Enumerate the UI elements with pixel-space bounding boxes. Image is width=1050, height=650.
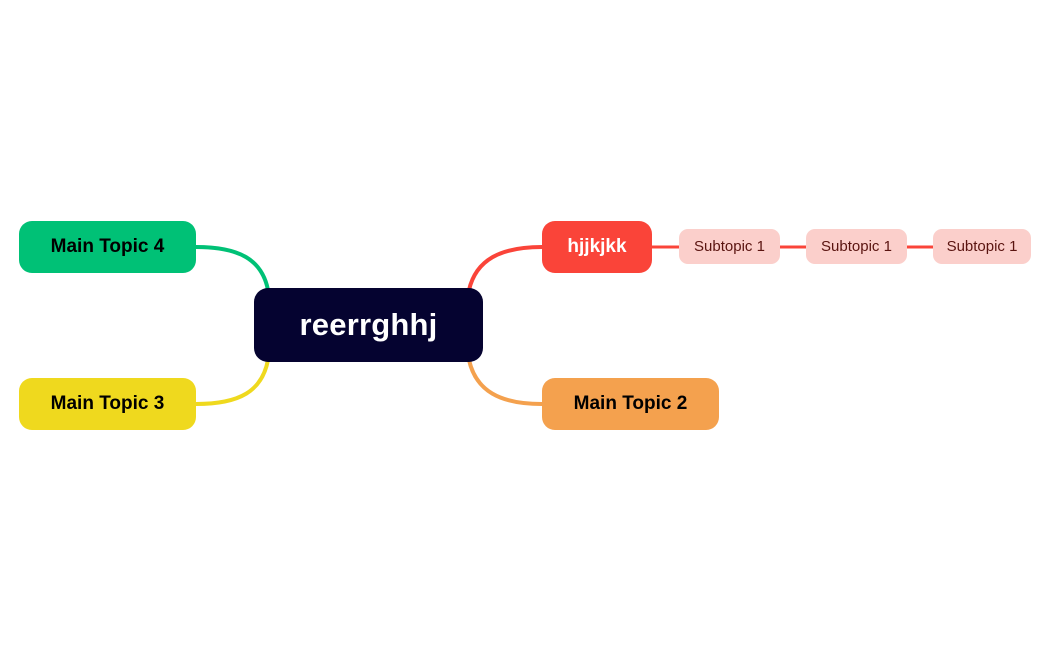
- node-root-label: reerrghhj: [299, 307, 438, 342]
- node-main-topic-2-label: Main Topic 2: [573, 393, 688, 414]
- node-main-topic-3[interactable]: Main Topic 3: [19, 378, 196, 430]
- edge-root-to-topic2: [467, 358, 544, 406]
- node-subtopic-2[interactable]: Subtopic 1: [806, 229, 907, 264]
- node-main-topic-4[interactable]: Main Topic 4: [19, 221, 196, 273]
- node-hjjkjkk-label: hjjkjkk: [567, 236, 627, 257]
- node-main-topic-3-label: Main Topic 3: [50, 393, 165, 414]
- node-subtopic-3[interactable]: Subtopic 1: [933, 229, 1031, 264]
- edge-root-to-topic4: [194, 245, 270, 292]
- node-main-topic-4-label: Main Topic 4: [50, 236, 165, 257]
- node-hjjkjkk[interactable]: hjjkjkk: [542, 221, 652, 273]
- edge-root-to-topic3: [194, 358, 270, 406]
- edge-root-to-hjjkjkk: [467, 245, 544, 292]
- node-subtopic-3-label: Subtopic 1: [946, 238, 1018, 255]
- node-subtopic-1[interactable]: Subtopic 1: [679, 229, 780, 264]
- node-subtopic-2-label: Subtopic 1: [821, 238, 892, 255]
- node-subtopic-1-label: Subtopic 1: [694, 238, 765, 255]
- node-main-topic-2[interactable]: Main Topic 2: [542, 378, 719, 430]
- node-root-reerrghhj[interactable]: reerrghhj: [254, 288, 483, 362]
